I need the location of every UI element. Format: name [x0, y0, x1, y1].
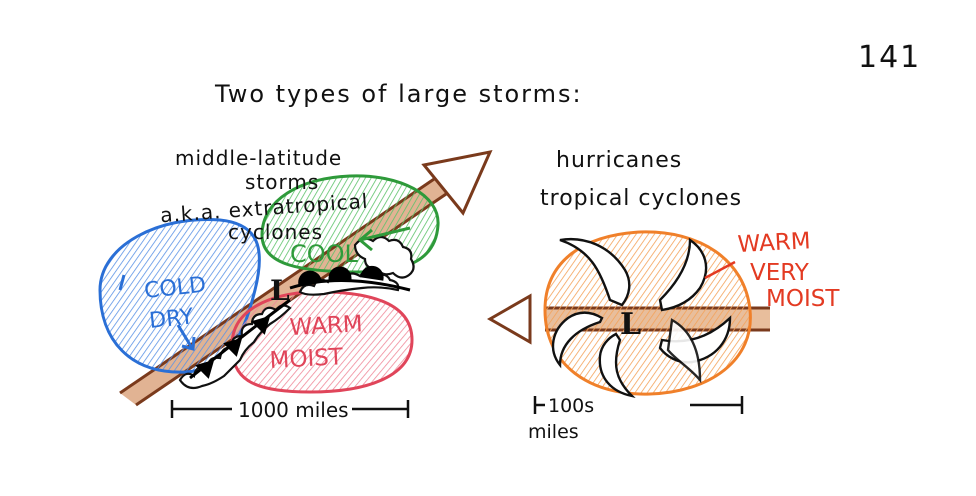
scale-bar-left — [170, 400, 410, 418]
page-number: 141 — [858, 40, 922, 75]
hurricane-rain-bands — [551, 237, 732, 398]
cold-tick — [118, 274, 126, 291]
left-heading-2: storms — [245, 170, 320, 194]
left-heading-4: cyclones — [228, 220, 324, 244]
low-pressure-symbol-left: L — [270, 274, 290, 307]
left-heading-1: middle-latitude — [175, 146, 343, 170]
warm-label-right-2: VERY — [750, 260, 810, 286]
cool-label: COOL — [290, 240, 359, 268]
cold-label-2: DRY — [148, 304, 195, 334]
warm-moist-air-mass — [230, 290, 414, 394]
page-title: Two types of large storms: — [215, 80, 583, 108]
right-heading-1: hurricanes — [556, 148, 683, 173]
warm-label-1: WARM — [289, 311, 363, 341]
cold-wind-arrow — [176, 324, 196, 351]
warm-label-right-3: MOIST — [766, 286, 840, 312]
cold-dry-air-mass — [98, 217, 261, 374]
low-pressure-symbol-right: L — [620, 307, 641, 342]
right-heading-2: tropical cyclones — [540, 186, 743, 211]
warm-label-2: MOIST — [269, 344, 345, 374]
scale-label-right-1: 100s — [548, 395, 594, 417]
cool-wind-arrow — [357, 226, 411, 252]
scale-bar-right — [533, 396, 744, 414]
warm-pointer-line — [704, 260, 736, 280]
warm-front — [289, 265, 411, 292]
scale-label-right-2: miles — [528, 421, 579, 443]
scale-label-left: 1000 miles — [238, 398, 349, 422]
cold-front — [189, 298, 291, 380]
warm-label-right-1: WARM — [737, 228, 811, 258]
